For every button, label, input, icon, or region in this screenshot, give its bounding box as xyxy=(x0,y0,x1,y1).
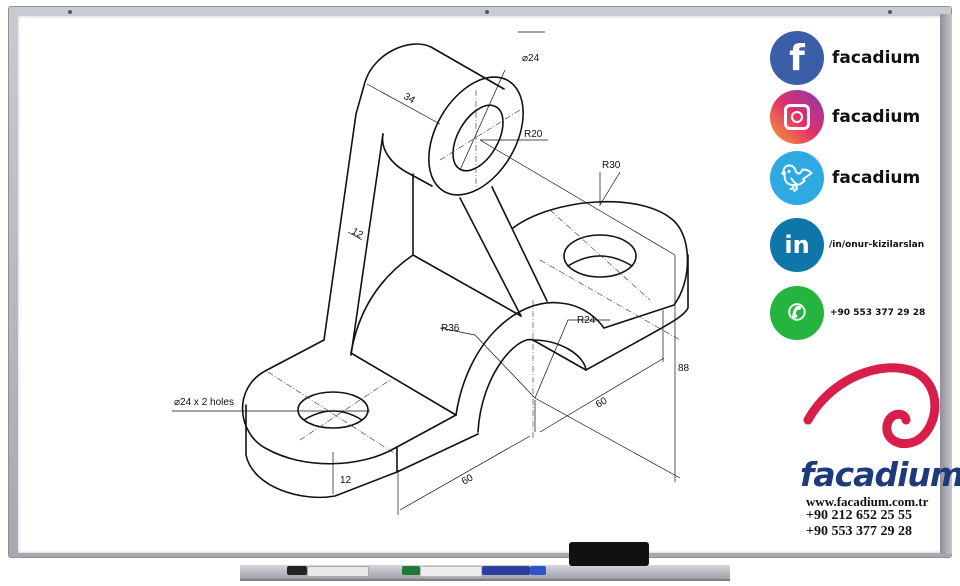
web-edge xyxy=(412,173,522,317)
base-hole xyxy=(297,391,369,429)
whatsapp-icon: ✆ xyxy=(770,286,824,340)
boss-outer xyxy=(428,76,524,196)
dim-arch-outer: R36 xyxy=(441,323,460,334)
dim-base-thickness: 12 xyxy=(340,475,352,486)
instagram-icon xyxy=(770,90,824,144)
green-marker xyxy=(420,566,482,577)
arm-fillet xyxy=(381,133,433,187)
twitter-icon: 🐦︎ xyxy=(770,151,824,205)
dim-boss-radius: R20 xyxy=(524,129,543,140)
social-twitter[interactable]: 🐦︎ facadium xyxy=(770,151,920,205)
dim-lug-radius: R30 xyxy=(602,160,621,171)
dim-boss-length: 34 xyxy=(402,91,418,106)
facebook-handle: facadium xyxy=(832,48,921,68)
arch-inner xyxy=(477,338,587,433)
frame-screw xyxy=(68,10,72,14)
arm-outer-edge xyxy=(323,43,505,341)
dim-arm-thickness: 12 xyxy=(350,226,366,241)
dim-arch-inner: R24 xyxy=(577,315,596,326)
blue-marker-cap xyxy=(530,566,546,575)
frame-screw xyxy=(485,10,489,14)
rib xyxy=(459,186,548,317)
dim-height: 88 xyxy=(678,363,690,374)
lug-top xyxy=(512,200,689,329)
brand-phone-2: +90 553 377 29 28 xyxy=(806,524,912,539)
lug-hole xyxy=(563,234,637,278)
black-marker xyxy=(307,566,369,577)
base-side xyxy=(245,404,479,499)
green-marker-cap xyxy=(402,566,420,575)
dimension-lines xyxy=(172,31,681,515)
dim-holes: ⌀24 x 2 holes xyxy=(174,397,234,408)
lug-side xyxy=(585,254,689,371)
brand-name: facadium xyxy=(800,455,960,494)
dim-length: 60 xyxy=(460,472,476,487)
dim-top-bore: ⌀24 xyxy=(522,53,540,64)
center-lines xyxy=(267,90,681,456)
social-whatsapp[interactable]: ✆ +90 553 377 29 28 xyxy=(770,286,925,340)
web-curve xyxy=(350,254,457,416)
part-outline xyxy=(241,43,689,499)
instagram-handle: facadium xyxy=(832,107,921,127)
base-top xyxy=(241,339,457,465)
facadium-logo-swirl xyxy=(803,363,940,449)
dim-depth: 60 xyxy=(594,395,610,410)
linkedin-icon: in xyxy=(770,218,824,272)
social-linkedin[interactable]: in /in/onur-kizilarslan xyxy=(770,218,924,272)
eraser xyxy=(569,542,649,566)
blue-marker xyxy=(482,566,530,575)
brand-website: www.facadium.com.tr xyxy=(806,494,929,509)
arm-inner-edge xyxy=(350,133,384,356)
twitter-handle: facadium xyxy=(832,168,921,188)
brand-phone-1: +90 212 652 25 55 xyxy=(806,508,912,523)
linkedin-handle: /in/onur-kizilarslan xyxy=(829,240,925,250)
social-facebook[interactable]: f facadium xyxy=(770,31,920,85)
whiteboard-frame-right xyxy=(940,14,952,554)
whatsapp-number: +90 553 377 29 28 xyxy=(830,308,926,318)
dimension-labels: ⌀24 34 R20 R30 12 R36 R24 ⌀24 x 2 holes … xyxy=(174,53,690,488)
arch-outer xyxy=(455,301,605,416)
black-marker-cap xyxy=(287,566,307,575)
frame-screw xyxy=(888,10,892,14)
facebook-icon: f xyxy=(770,31,824,85)
social-instagram[interactable]: facadium xyxy=(770,90,920,144)
